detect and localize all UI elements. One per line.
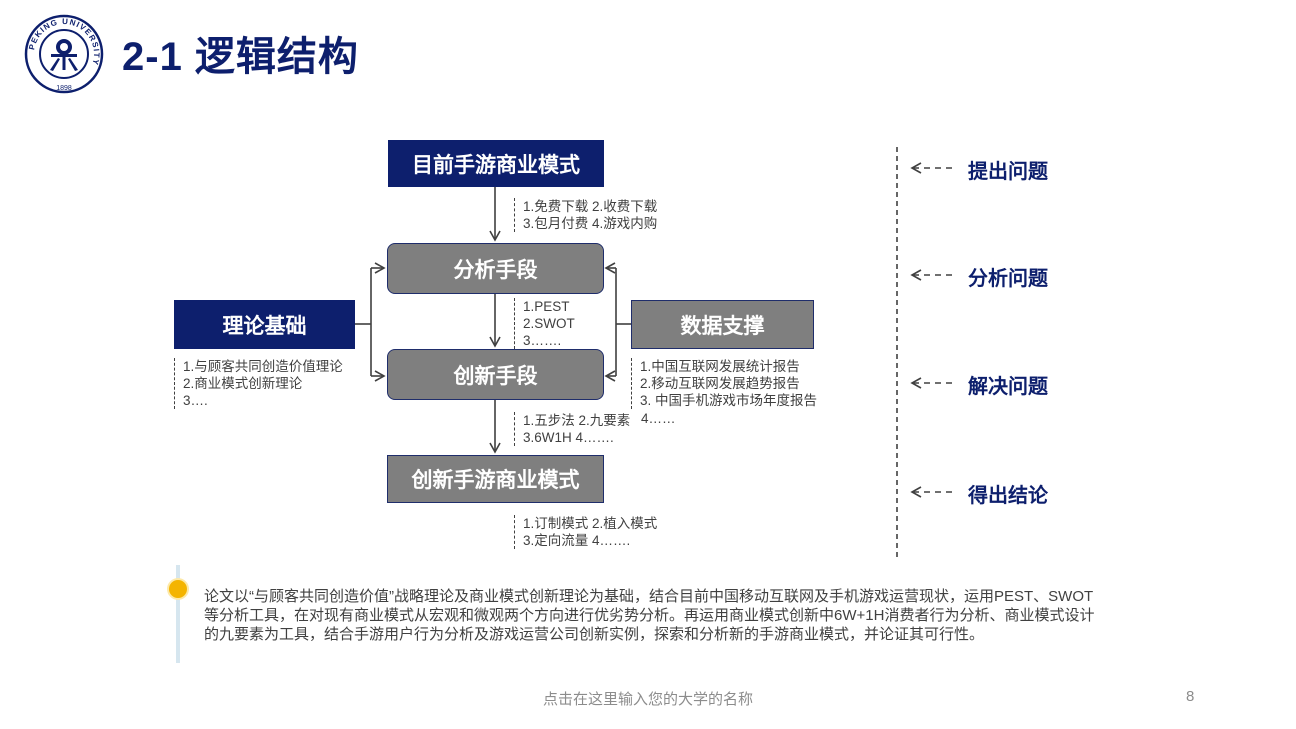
note-innovation-extra: 4……: [641, 411, 676, 426]
box-innovation: 创新手段: [387, 349, 604, 400]
summary-bullet-icon: [169, 580, 187, 598]
note-line: 3.定向流量 4…….: [523, 533, 631, 548]
note-current-models: 1.免费下载 2.收费下载 3.包月付费 4.游戏内购: [514, 198, 657, 232]
note-line: 1.与顾客共同创造价值理论: [183, 359, 343, 374]
note-line: 1.五步法 2.九要素: [523, 413, 631, 428]
note-line: 1.PEST: [523, 299, 570, 314]
step-label-1: 提出问题: [968, 161, 1048, 183]
note-line: 1.免费下载 2.收费下载: [523, 199, 658, 214]
note-line: 1.订制模式 2.植入模式: [523, 516, 658, 531]
note-line: 3….: [183, 393, 208, 408]
box-new-model: 创新手游商业模式: [387, 455, 604, 503]
summary-accent-bar: [176, 565, 180, 663]
note-analysis-methods: 1.PEST 2.SWOT 3…….: [514, 298, 575, 349]
summary-text: 论文以“与顾客共同创造价值”战略理论及商业模式创新理论为基础，结合目前中国移动互…: [204, 588, 1095, 643]
logo-year: 1898: [56, 85, 72, 92]
note-line: 1.中国互联网发展统计报告: [640, 359, 800, 374]
box-theory: 理论基础: [174, 300, 355, 349]
note-line: 2.移动互联网发展趋势报告: [640, 376, 800, 391]
box-data: 数据支撑: [631, 300, 814, 349]
box-analysis: 分析手段: [387, 243, 604, 294]
note-innovation-methods: 1.五步法 2.九要素 3.6W1H 4…….: [514, 412, 630, 446]
step-label-2: 分析问题: [968, 268, 1048, 290]
note-line: 2.商业模式创新理论: [183, 376, 303, 391]
note-theory: 1.与顾客共同创造价值理论 2.商业模式创新理论 3….: [174, 358, 343, 409]
note-data: 1.中国互联网发展统计报告 2.移动互联网发展趋势报告 3. 中国手机游戏市场年…: [631, 358, 817, 409]
note-line: 3. 中国手机游戏市场年度报告: [640, 393, 818, 408]
note-line: 3.6W1H 4…….: [523, 430, 614, 445]
note-new-models: 1.订制模式 2.植入模式 3.定向流量 4…….: [514, 515, 657, 549]
footer-university-name[interactable]: 点击在这里输入您的大学的名称: [542, 691, 753, 708]
note-line: 3.包月付费 4.游戏内购: [523, 216, 658, 231]
note-line: 2.SWOT: [523, 316, 575, 331]
step-label-4: 得出结论: [968, 485, 1048, 507]
page-number: 8: [1186, 688, 1195, 705]
step-label-3: 解决问题: [968, 376, 1048, 398]
university-logo: PEKING UNIVERSITY 1898: [24, 14, 104, 94]
note-line: 3…….: [523, 333, 562, 348]
box-current-model: 目前手游商业模式: [388, 140, 604, 187]
page-title: 2-1 逻辑结构: [122, 35, 359, 79]
